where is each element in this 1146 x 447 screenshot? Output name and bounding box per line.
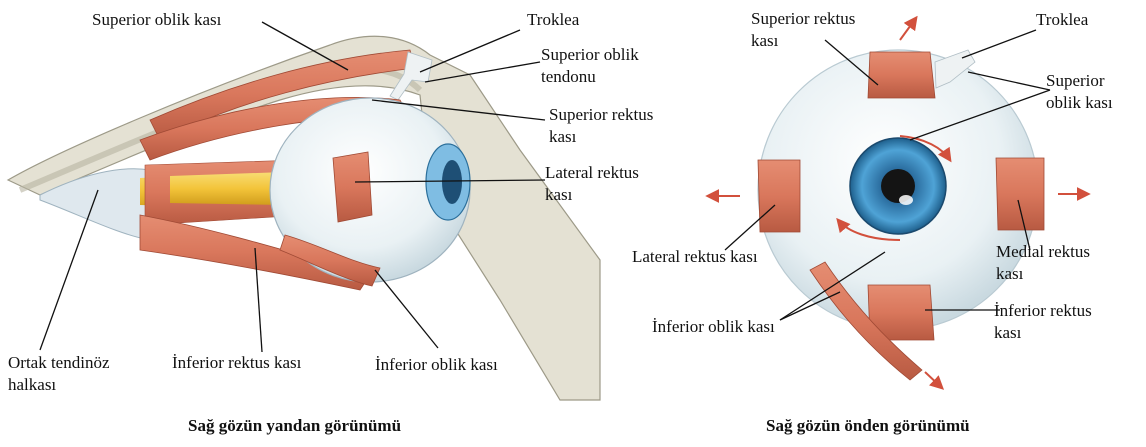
label-inferior-rectus-front-line1: İnferior rektus xyxy=(994,300,1092,321)
label-inferior-rectus-front-line2: kası xyxy=(994,322,1021,343)
optic-nerve-visible xyxy=(170,172,285,205)
label-inferior-oblique-front: İnferior oblik kası xyxy=(652,316,775,337)
label-superior-oblique-tendon-line1: Superior oblik xyxy=(541,44,639,65)
caption-front-view: Sağ gözün önden görünümü xyxy=(766,416,970,436)
label-superior-rectus-front-line2: kası xyxy=(751,30,778,51)
label-superior-oblique-side: Superior oblik kası xyxy=(92,9,221,30)
label-superior-rectus-side-line1: Superior rektus xyxy=(549,104,653,125)
label-superior-oblique-tendon-line2: tendonu xyxy=(541,66,596,87)
label-superior-rectus-side-line2: kası xyxy=(549,126,576,147)
pupil-side xyxy=(442,160,462,204)
label-lateral-rectus-front: Lateral rektus kası xyxy=(632,246,758,267)
label-lateral-rectus-side-line1: Lateral rektus xyxy=(545,162,639,183)
label-superior-oblique-front-line2: oblik kası xyxy=(1046,92,1113,113)
label-superior-oblique-front-line1: Superior xyxy=(1046,70,1105,91)
side-view-illustration xyxy=(8,22,600,400)
label-inferior-oblique-side: İnferior oblik kası xyxy=(375,354,498,375)
iris-highlight xyxy=(899,195,913,205)
superior-rectus-front xyxy=(868,52,935,98)
medial-rectus-front xyxy=(996,158,1044,230)
lateral-rectus-insertion xyxy=(333,152,372,222)
label-trochlea-front: Troklea xyxy=(1036,9,1088,30)
label-medial-rectus-front-line1: Medial rektus xyxy=(996,241,1090,262)
label-inferior-rectus-side: İnferior rektus kası xyxy=(172,352,301,373)
label-medial-rectus-front-line2: kası xyxy=(996,263,1023,284)
label-common-ring-line1: Ortak tendinöz xyxy=(8,352,110,373)
label-common-ring-line2: halkası xyxy=(8,374,56,395)
lateral-rectus-front xyxy=(758,160,800,232)
label-superior-rectus-front-line1: Superior rektus xyxy=(751,8,855,29)
label-trochlea-side: Troklea xyxy=(527,9,579,30)
caption-side-view: Sağ gözün yandan görünümü xyxy=(188,416,401,436)
label-lateral-rectus-side-line2: kası xyxy=(545,184,572,205)
